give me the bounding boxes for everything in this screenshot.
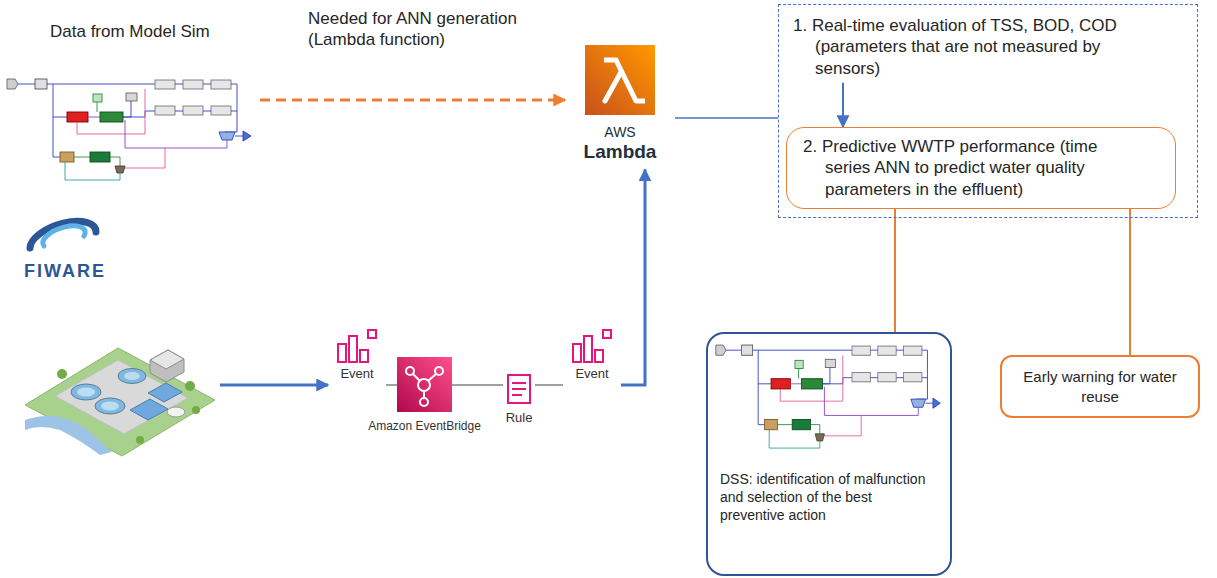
illustration-part [605, 72, 621, 101]
edge-label: Needed for ANN generation (Lambda functi… [308, 8, 558, 51]
illustration-part [95, 398, 125, 414]
illustration-part [716, 345, 940, 448]
illustration-part [71, 384, 101, 400]
illustration-part [413, 374, 436, 398]
illustration-part [512, 383, 526, 395]
warning-box: Early warning for water reuse [1000, 355, 1200, 418]
illustration-part [77, 388, 95, 397]
fiware-logo [30, 221, 96, 248]
icon-label: Event [328, 366, 386, 382]
dashed-arrow [260, 99, 565, 102]
illustration-part [338, 330, 376, 362]
illustration-part [435, 367, 443, 375]
step-arrow [842, 83, 844, 127]
illustration-part [406, 367, 443, 406]
illustration-part [508, 375, 530, 403]
illustration-part [25, 348, 215, 456]
rule-node: Rule [503, 372, 535, 426]
illustration-part [7, 79, 251, 180]
illustration-part [397, 357, 452, 412]
logo-text: FIWARE [24, 261, 220, 282]
illustration-part [101, 402, 119, 411]
lambda-icon [585, 45, 655, 115]
illustration-part [150, 350, 184, 369]
icon-label: Rule [503, 410, 535, 426]
dss-flowsheet [716, 345, 940, 448]
illustration-part [124, 372, 140, 380]
fiware-plant: FIWARE [10, 206, 220, 458]
output-line [1129, 209, 1131, 355]
illustration-part [30, 221, 96, 248]
rule-icon [508, 375, 530, 403]
illustration-part [43, 226, 85, 246]
lambda-service: AWSLambda [565, 40, 675, 170]
event-line [452, 384, 503, 386]
link-line [675, 117, 778, 119]
service-vendor: AWS [565, 124, 675, 141]
flow-arrow [220, 384, 328, 387]
illustration-part [192, 406, 200, 414]
illustration-part [604, 60, 645, 101]
event-icon [573, 330, 611, 362]
illustration-part [148, 383, 182, 402]
event-line [386, 384, 397, 386]
illustration-part [130, 399, 168, 420]
flow-arrow [621, 170, 645, 385]
step-text: 1. Real-time evaluation of TSS, BOD, COD… [791, 15, 1137, 79]
illustration-part [585, 45, 655, 115]
illustration-part [57, 369, 67, 379]
icon-label: Event [563, 366, 621, 382]
event-node: Event [563, 326, 621, 390]
panel-heading: Data from Model Sim [50, 22, 260, 42]
prediction-box: 2. Predictive WWTP performance (time ser… [786, 127, 1176, 209]
connectors [220, 83, 1130, 385]
illustration-part [167, 407, 185, 417]
model-sim-flowsheet [7, 79, 251, 180]
event-node: Event [328, 326, 386, 390]
step-text: 2. Predictive WWTP performance (time ser… [801, 136, 1135, 200]
illustration-part [118, 369, 146, 384]
eventbridge-icon [397, 357, 452, 412]
box-text: DSS: identification of malfunction and s… [720, 470, 938, 525]
illustration-part [406, 367, 414, 375]
box-text: Early warning for water reuse [1012, 367, 1188, 406]
illustration-part [150, 350, 184, 382]
event-icon [338, 330, 376, 362]
eventbridge-node: Amazon EventBridge [397, 357, 452, 433]
plant-illustration [25, 348, 215, 456]
illustration-part [573, 330, 611, 362]
analysis-group: 1. Real-time evaluation of TSS, BOD, COD… [778, 4, 1198, 218]
model-sim-panel: Data from Model Sim [5, 14, 260, 190]
illustration-part [185, 381, 195, 391]
service-name: Lambda [565, 141, 675, 164]
illustration-part [25, 416, 112, 455]
dss-box: DSS: identification of malfunction and s… [706, 332, 952, 576]
event-line [535, 384, 563, 386]
illustration-part [420, 398, 428, 406]
icon-label: Amazon EventBridge [365, 419, 484, 433]
output-line [894, 209, 896, 332]
illustration-part [136, 436, 144, 444]
